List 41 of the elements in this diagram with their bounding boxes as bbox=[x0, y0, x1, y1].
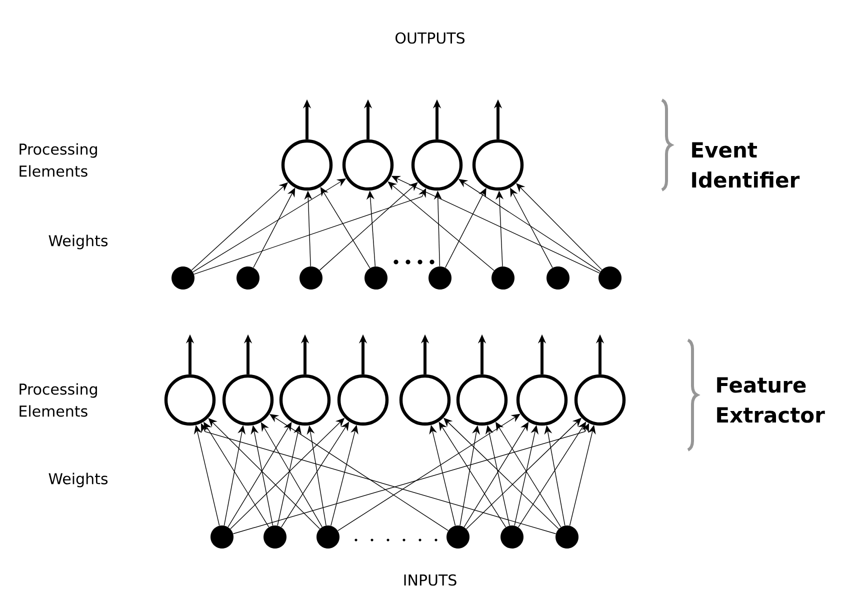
input-dot bbox=[172, 266, 194, 290]
input-dot bbox=[364, 266, 388, 290]
input-dot bbox=[492, 266, 514, 290]
arrow bbox=[516, 183, 602, 270]
processing-element-circle bbox=[574, 374, 626, 426]
processing-element-circle bbox=[516, 374, 568, 426]
arrow bbox=[319, 182, 418, 271]
text-label: Weights bbox=[48, 234, 108, 250]
input-dot bbox=[556, 526, 578, 548]
input-dot bbox=[316, 526, 340, 548]
text-label: OUTPUTS bbox=[396, 32, 464, 44]
processing-element-circle bbox=[281, 139, 333, 191]
processing-element-circle bbox=[222, 374, 274, 426]
input-dot bbox=[300, 266, 322, 290]
processing-element-circle bbox=[472, 139, 524, 191]
processing-element-circle bbox=[411, 139, 463, 191]
input-dot bbox=[236, 266, 260, 290]
processing-element-circle bbox=[279, 374, 331, 426]
text-label: INPUTS bbox=[404, 574, 456, 586]
arrow bbox=[338, 414, 520, 532]
processing-element-circle bbox=[399, 374, 451, 426]
arrow bbox=[208, 418, 320, 530]
arrow bbox=[438, 422, 506, 528]
processing-element-circle bbox=[456, 374, 508, 426]
processing-element-circle bbox=[164, 374, 216, 426]
text-label: Processing Elements bbox=[20, 383, 97, 417]
arrow bbox=[280, 422, 350, 528]
input-dot bbox=[264, 526, 286, 548]
text-label: Feature Extractor bbox=[717, 377, 825, 423]
input-dot bbox=[210, 526, 234, 548]
input-dot bbox=[428, 266, 452, 290]
input-dot bbox=[500, 526, 524, 548]
processing-element-circle bbox=[337, 374, 389, 426]
processing-element-circle bbox=[342, 139, 394, 191]
arrow bbox=[518, 422, 586, 528]
input-dot bbox=[546, 266, 570, 290]
text-label: Event Identifier bbox=[692, 142, 800, 188]
input-dot bbox=[598, 266, 622, 290]
text-label: Processing Elements bbox=[20, 143, 97, 177]
text-label: Weights bbox=[48, 472, 108, 488]
input-dot bbox=[446, 526, 470, 548]
